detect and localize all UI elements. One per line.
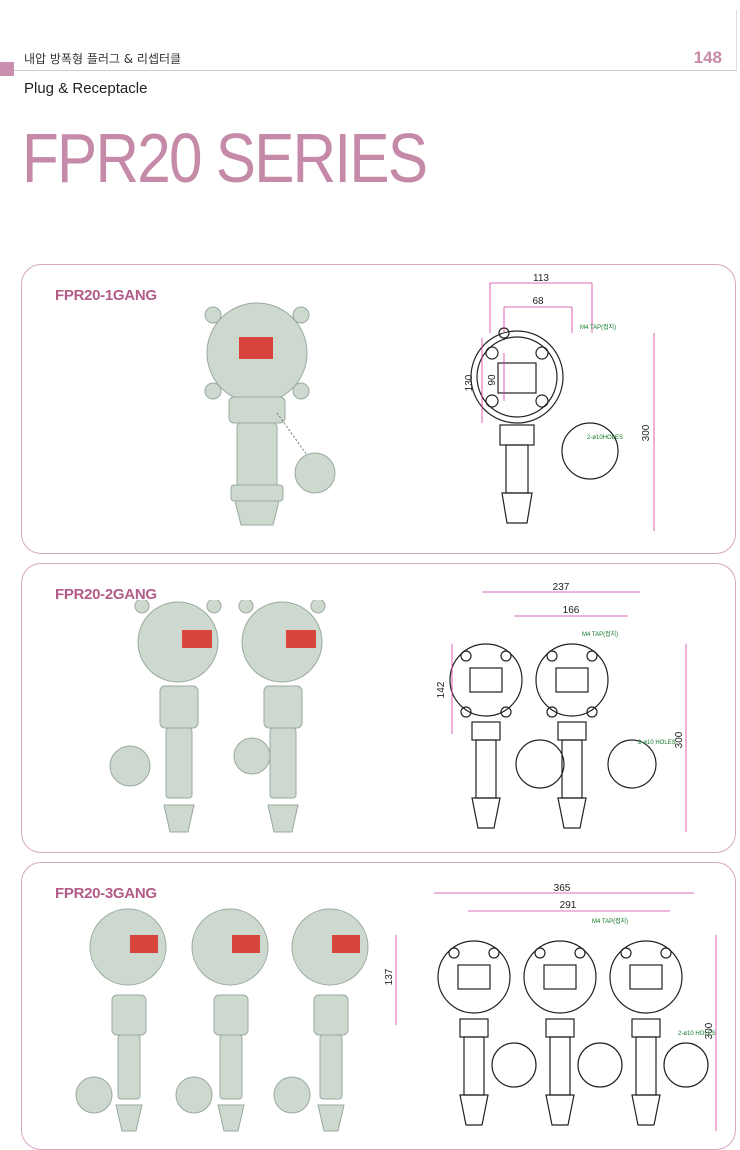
dim-height-total: 300 <box>674 731 685 748</box>
note-holes: 2-ø10 HOLES <box>638 740 676 746</box>
dimension-drawing-1gang: 113 68 130 90 300 M4 TAP(접지) 2-ø10HOLES <box>464 273 655 531</box>
product-card-2gang: FPR20-2GANG <box>21 563 736 853</box>
product-photo-1gang <box>204 302 336 526</box>
dim-height-body: 142 <box>436 681 447 698</box>
dim-width-inner: 68 <box>532 296 544 307</box>
dim-height-total: 300 <box>704 1022 715 1039</box>
dim-height-total: 300 <box>641 424 652 441</box>
dim-width-inner: 166 <box>563 605 580 616</box>
dim-width-inner: 291 <box>560 900 577 911</box>
product-photo-3gang <box>75 908 369 1132</box>
product-photo-2gang <box>109 600 326 833</box>
page-number: 148 <box>693 48 722 67</box>
page-subtitle: Plug & Receptacle <box>24 80 148 97</box>
dim-width-outer: 365 <box>554 883 571 894</box>
dimension-drawing-2gang: 237 166 142 300 M4 TAP(접지) 2-ø10 HOLES <box>436 582 687 832</box>
note-tap: M4 TAP(접지) <box>592 917 628 925</box>
series-title: FPR20 SERIES <box>22 119 428 197</box>
product-label: FPR20-2GANG <box>55 586 157 603</box>
product-card-1gang: FPR20-1GANG <box>21 264 736 554</box>
product-card-3gang: FPR20-3GANG 36 <box>21 862 736 1150</box>
note-tap: M4 TAP(접지) <box>580 323 616 331</box>
dim-height-body: 130 <box>464 374 475 391</box>
accent-square <box>0 62 14 76</box>
dim-height-body: 137 <box>384 968 395 985</box>
dim-width-outer: 237 <box>553 582 570 593</box>
product-label: FPR20-3GANG <box>55 885 157 902</box>
dim-width-outer: 113 <box>533 273 549 284</box>
dim-height-inner: 90 <box>487 374 498 386</box>
note-tap: M4 TAP(접지) <box>582 630 618 638</box>
product-label: FPR20-1GANG <box>55 287 157 304</box>
note-holes: 2-ø10HOLES <box>587 435 623 441</box>
note-holes: 2-ø10 HOLES <box>678 1031 716 1037</box>
category-title: 내압 방폭형 플러그 & 리셉터클 <box>24 52 182 66</box>
dimension-drawing-3gang: 365 291 137 300 M4 TAP(접지) 2-ø10 HOLES <box>384 883 717 1131</box>
page-header: 내압 방폭형 플러그 & 리셉터클 148 <box>14 10 737 71</box>
